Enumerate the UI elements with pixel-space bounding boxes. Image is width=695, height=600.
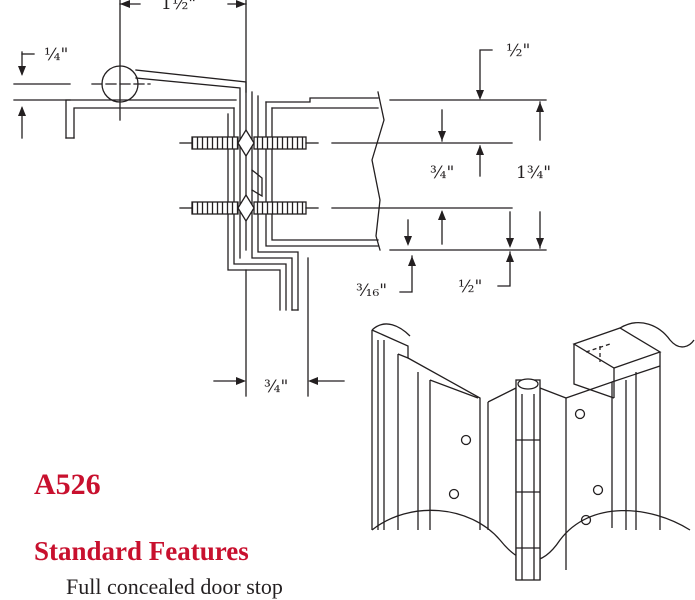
- screw-thread: [191, 136, 239, 150]
- dim-label: ¾": [430, 163, 454, 183]
- dim-label: ¼": [44, 45, 68, 65]
- dim-label: 1½": [161, 0, 196, 14]
- dim-label: ½": [506, 41, 530, 61]
- screw-head: [237, 128, 255, 158]
- section-drawing: [13, 0, 547, 397]
- dim-label: 1¾": [516, 163, 551, 183]
- dim-label: ½": [458, 277, 482, 297]
- dim-label: ³⁄₁₆": [356, 281, 387, 301]
- model-number: A526: [34, 468, 101, 501]
- screw-head: [237, 193, 255, 223]
- hinge-perspective-illustration: [371, 322, 695, 581]
- features-heading: Standard Features: [34, 536, 249, 566]
- screw-thread: [253, 201, 307, 215]
- dim-label: ¾": [264, 377, 288, 397]
- screw-thread: [253, 136, 307, 150]
- feature-item: Full concealed door stop: [66, 574, 283, 599]
- screw-thread: [191, 201, 239, 215]
